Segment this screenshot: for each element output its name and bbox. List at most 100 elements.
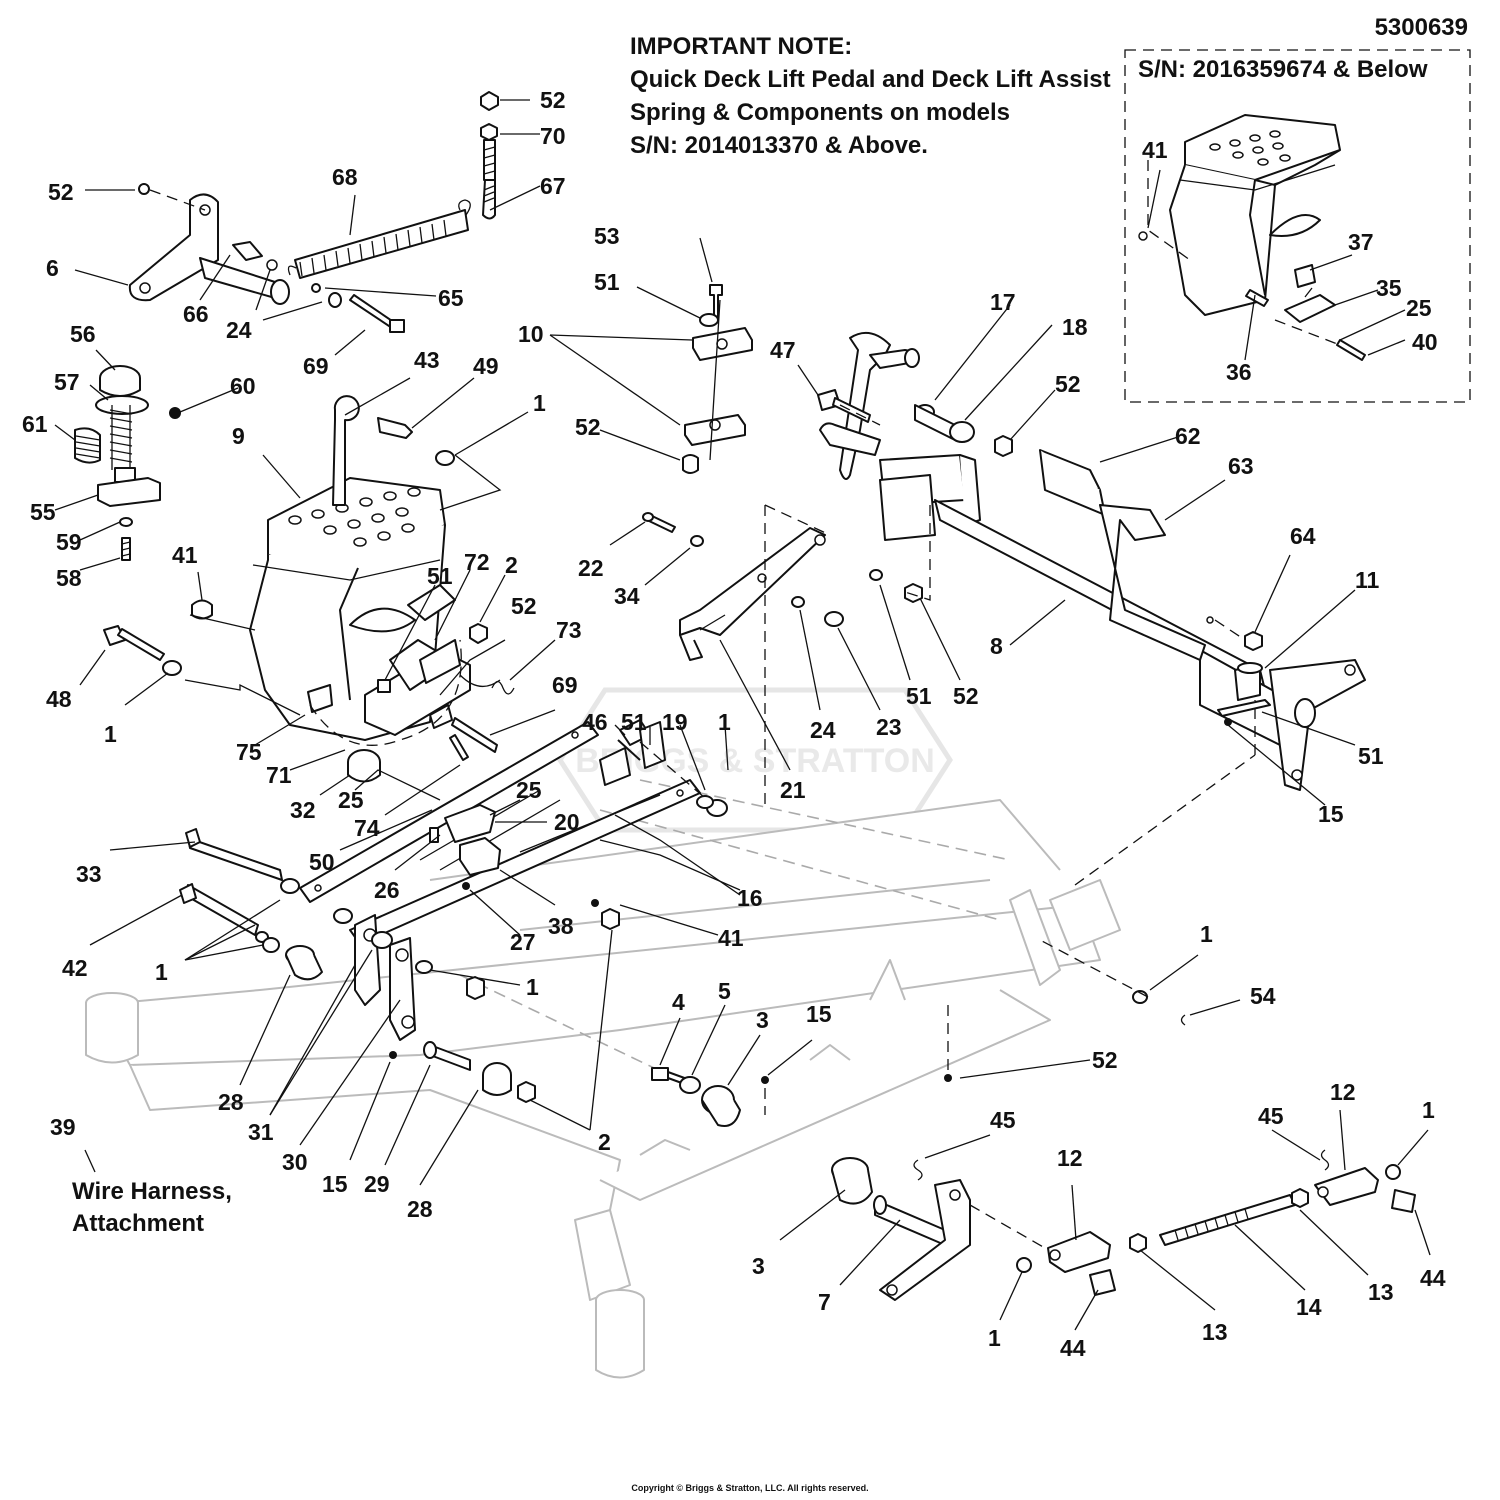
copyright-footer: Copyright © Briggs & Stratton, LLC. All …: [631, 1483, 869, 1493]
callout: 52: [1055, 371, 1081, 397]
callout: 25: [338, 787, 364, 813]
callout: 33: [76, 861, 102, 887]
callout: 50: [309, 849, 335, 875]
callout: 52: [511, 593, 537, 619]
callout: 51: [1358, 743, 1384, 769]
upper-middle-hardware: [642, 284, 923, 627]
callout: 14: [1296, 1294, 1322, 1320]
callout: 1: [988, 1325, 1001, 1351]
callout: 7: [818, 1289, 831, 1315]
callout: 67: [540, 173, 566, 199]
callout: 10: [518, 321, 544, 347]
support-plate: [679, 527, 826, 661]
callout: 29: [364, 1171, 390, 1197]
callout: 1: [1422, 1097, 1435, 1123]
callout: 25: [1406, 295, 1432, 321]
callout: 3: [756, 1007, 769, 1033]
callout: 45: [990, 1107, 1016, 1133]
callout: 9: [232, 423, 245, 449]
callout: 75: [236, 739, 262, 765]
wire-harness-note: Wire Harness, Attachment: [72, 1176, 232, 1240]
callout: 69: [303, 353, 329, 379]
callout: 46: [582, 709, 608, 735]
callout: 17: [990, 289, 1016, 315]
callout: 31: [248, 1119, 274, 1145]
callout: 4: [672, 989, 685, 1015]
callout: 52: [953, 683, 979, 709]
important-note: IMPORTANT NOTE: Quick Deck Lift Pedal an…: [630, 30, 1111, 162]
rear-pivot-assembly: [651, 990, 1416, 1301]
callout: 63: [1228, 453, 1254, 479]
callout: 40: [1412, 329, 1438, 355]
callout: 23: [876, 714, 902, 740]
callout: 13: [1202, 1319, 1228, 1345]
callout: 11: [1355, 567, 1380, 593]
callout: 6: [46, 255, 59, 281]
note-line: Quick Deck Lift Pedal and Deck Lift Assi…: [630, 66, 1111, 93]
callout: 53: [594, 223, 620, 249]
callout: 56: [70, 321, 96, 347]
callout: 45: [1258, 1103, 1284, 1129]
callout: 36: [1226, 359, 1252, 385]
callout: 3: [752, 1253, 765, 1279]
callout: 61: [22, 411, 48, 437]
callout: 18: [1062, 314, 1088, 340]
callout: 28: [407, 1196, 433, 1222]
callout: 16: [737, 885, 763, 911]
callout: 27: [510, 929, 536, 955]
callout: 51: [594, 269, 620, 295]
wire-note-line: Attachment: [72, 1210, 205, 1237]
callout: 47: [770, 337, 796, 363]
inset-detail: [1124, 49, 1471, 403]
callout: 68: [332, 164, 358, 190]
callout: 66: [183, 301, 209, 327]
callout: 15: [322, 1171, 348, 1197]
callout: 12: [1330, 1079, 1356, 1105]
callout: 24: [226, 317, 252, 343]
diagram-number: 5300639: [1374, 14, 1468, 41]
callout: 2: [598, 1129, 611, 1155]
callout: 62: [1175, 423, 1201, 449]
callout: 59: [56, 529, 82, 555]
callout: 74: [354, 815, 380, 841]
callout: 41: [718, 925, 744, 951]
callout: 34: [614, 583, 640, 609]
callout: 52: [48, 179, 74, 205]
callout: 54: [1250, 983, 1276, 1009]
callout: 65: [438, 285, 464, 311]
callout: 73: [556, 617, 582, 643]
callout: 15: [1318, 801, 1344, 827]
callout: 51: [621, 709, 647, 735]
callout: 1: [533, 390, 546, 416]
callout: 55: [30, 499, 56, 525]
callout: 35: [1376, 275, 1402, 301]
callout: 5: [718, 978, 731, 1004]
front-pivot-assembly: [179, 828, 620, 1103]
callout: 64: [1290, 523, 1316, 549]
callout: 39: [50, 1114, 76, 1140]
watermark-text: BRIGGS & STRATTON: [575, 742, 935, 780]
callout: 60: [230, 373, 256, 399]
leader-lines: [54, 99, 1431, 1331]
callout: 13: [1368, 1279, 1394, 1305]
callout-numbers: 52 70 68 67 52 6 66 24 65 69 24 53 51 10…: [22, 87, 1446, 1361]
callout: 57: [54, 369, 80, 395]
callout: 71: [266, 762, 292, 788]
callout: 48: [46, 686, 72, 712]
callout: 52: [540, 87, 566, 113]
wire-note-line: Wire Harness,: [72, 1178, 232, 1205]
callout: 28: [218, 1089, 244, 1115]
callout: 52: [1092, 1047, 1118, 1073]
deck-lift-pedal-shaft: [817, 331, 1366, 791]
callout: 1: [104, 721, 117, 747]
callout: 19: [662, 709, 688, 735]
callout: 8: [990, 633, 1003, 659]
note-line: Spring & Components on models: [630, 99, 1011, 126]
callout: 26: [374, 877, 400, 903]
callout: 32: [290, 797, 316, 823]
note-line: S/N: 2014013370 & Above.: [630, 132, 928, 159]
callout: 37: [1348, 229, 1374, 255]
callout: 30: [282, 1149, 308, 1175]
callout: 69: [552, 672, 578, 698]
